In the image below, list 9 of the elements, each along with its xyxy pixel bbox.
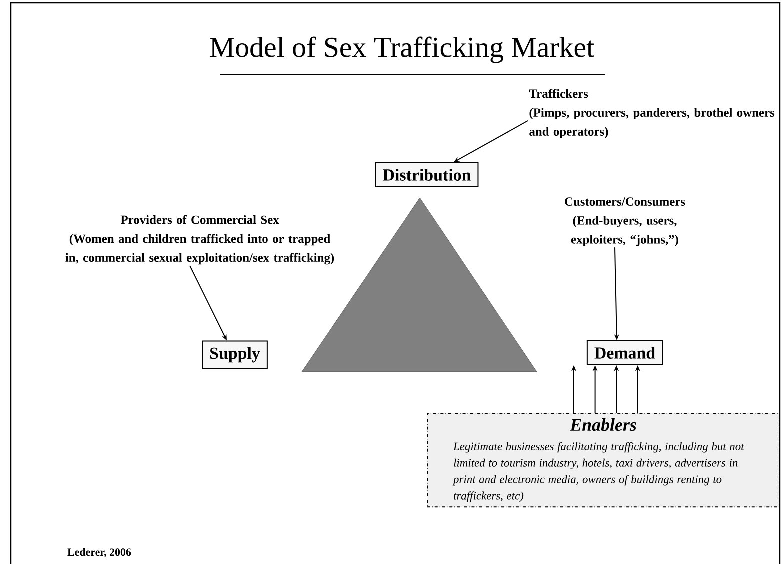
citation: Lederer, 2006: [68, 548, 132, 558]
label-box: Distribution: [375, 162, 479, 188]
enablers-box: Enablers Legitimate businesses facilitating trafficking, including but not limited to tourism industry, hotels, taxi drivers, advertisers in print and electronic media, owners of buildings renting to traffickers, etc): [427, 413, 780, 508]
annotation-text: Providers of Commercial Sex (Women and children trafficked into or trapped in, commercial sexual exploitation/sex trafficking): [66, 215, 334, 265]
label-box: Demand: [586, 340, 664, 366]
annotation-text: Traffickers (Pimps, procurers, panderers, brothel owners and operators): [529, 89, 775, 138]
annotation-text: Customers/Consumers (End-buyers, users, exploiters, “johns,”): [565, 198, 686, 246]
title: Model of Sex Trafficking Market: [210, 36, 594, 64]
label-box: Supply: [202, 340, 268, 370]
